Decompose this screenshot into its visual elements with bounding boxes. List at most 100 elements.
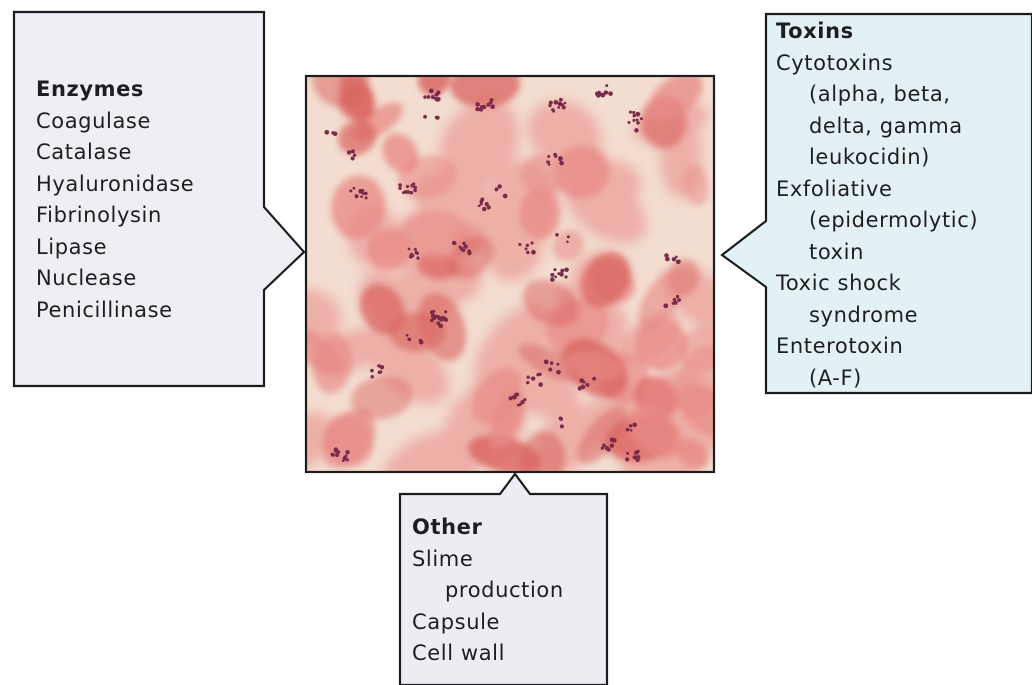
coccus	[462, 248, 466, 252]
enzymes-heading: Enzymes	[36, 74, 194, 106]
enzyme-item: Fibrinolysin	[36, 200, 194, 232]
coccus	[636, 455, 640, 459]
coccus	[360, 195, 363, 198]
coccus	[665, 257, 670, 262]
coccus	[608, 91, 613, 96]
toxin-line: Cytotoxins	[776, 48, 978, 80]
coccus	[475, 102, 480, 107]
toxin-line: toxin	[776, 237, 978, 269]
coccus	[423, 95, 426, 98]
other-line: production	[412, 575, 564, 607]
coccus	[605, 446, 609, 450]
other-line: Slime	[412, 544, 564, 576]
coccus	[337, 450, 340, 453]
coccus	[444, 318, 447, 321]
coccus	[526, 381, 529, 384]
coccus	[404, 190, 408, 194]
coccus	[407, 338, 411, 342]
coccus	[410, 253, 413, 256]
coccus	[673, 298, 677, 302]
coccus	[362, 192, 365, 195]
coccus	[677, 298, 681, 302]
coccus	[490, 104, 495, 109]
coccus	[432, 316, 437, 321]
coccus	[632, 111, 635, 114]
coccus	[427, 95, 431, 99]
coccus	[480, 200, 484, 204]
coccus	[436, 90, 440, 94]
coccus	[343, 456, 348, 461]
coccus	[463, 244, 467, 248]
coccus	[452, 241, 456, 245]
coccus	[531, 376, 535, 380]
coccus	[562, 105, 566, 109]
coccus	[560, 272, 564, 276]
coccus	[629, 424, 632, 427]
coccus	[518, 243, 521, 246]
coccus	[434, 97, 439, 102]
coccus	[498, 184, 502, 188]
coccus	[610, 443, 615, 448]
coccus	[610, 437, 615, 442]
coccus	[523, 398, 526, 401]
coccus	[410, 191, 413, 194]
coccus	[676, 295, 679, 298]
coccus	[559, 417, 563, 421]
coccus	[398, 183, 402, 187]
coccus	[432, 310, 435, 313]
coccus	[550, 361, 554, 365]
coccus	[636, 119, 639, 122]
coccus	[555, 233, 559, 237]
coccus	[423, 115, 427, 119]
coccus	[636, 121, 640, 125]
other-list: Other Slime production Capsule Cell wall	[412, 512, 564, 670]
coccus	[559, 98, 563, 102]
toxin-line: delta, gamma	[776, 111, 978, 143]
coccus	[475, 107, 479, 111]
coccus	[544, 359, 549, 364]
coccus	[435, 116, 438, 119]
coccus	[633, 114, 636, 117]
coccus	[354, 194, 358, 198]
toxin-line: (epidermolytic)	[776, 205, 978, 237]
coccus	[626, 428, 630, 432]
coccus	[377, 364, 381, 368]
toxin-line: Enterotoxin	[776, 331, 978, 363]
coccus	[531, 250, 536, 255]
coccus	[353, 187, 356, 190]
coccus	[439, 317, 443, 321]
coccus	[490, 98, 494, 102]
coccus	[559, 158, 562, 161]
coccus	[564, 275, 567, 278]
coccus	[554, 100, 559, 105]
enzyme-item: Coagulase	[36, 106, 194, 138]
coccus	[324, 130, 329, 135]
coccus	[408, 248, 411, 251]
coccus	[632, 119, 635, 122]
coccus	[548, 104, 551, 107]
coccus	[480, 105, 484, 109]
coccus	[672, 302, 675, 305]
coccus	[579, 378, 584, 383]
coccus	[378, 370, 382, 374]
toxin-line: Exfoliative	[776, 174, 978, 206]
toxin-line: leukocidin)	[776, 142, 978, 174]
coccus	[675, 256, 678, 259]
coccus	[633, 455, 637, 459]
coccus	[530, 241, 533, 244]
coccus	[538, 382, 543, 387]
coccus	[564, 267, 569, 272]
coccus	[567, 235, 570, 238]
coccus	[414, 248, 417, 251]
enzyme-item: Lipase	[36, 232, 194, 264]
coccus	[634, 128, 638, 132]
coccus	[439, 325, 442, 328]
enzyme-item: Nuclease	[36, 263, 194, 295]
coccus	[627, 121, 630, 124]
coccus	[585, 383, 589, 387]
coccus	[349, 189, 352, 192]
coccus	[566, 241, 569, 244]
coccus	[353, 154, 356, 157]
coccus	[487, 104, 490, 107]
coccus	[547, 155, 550, 158]
